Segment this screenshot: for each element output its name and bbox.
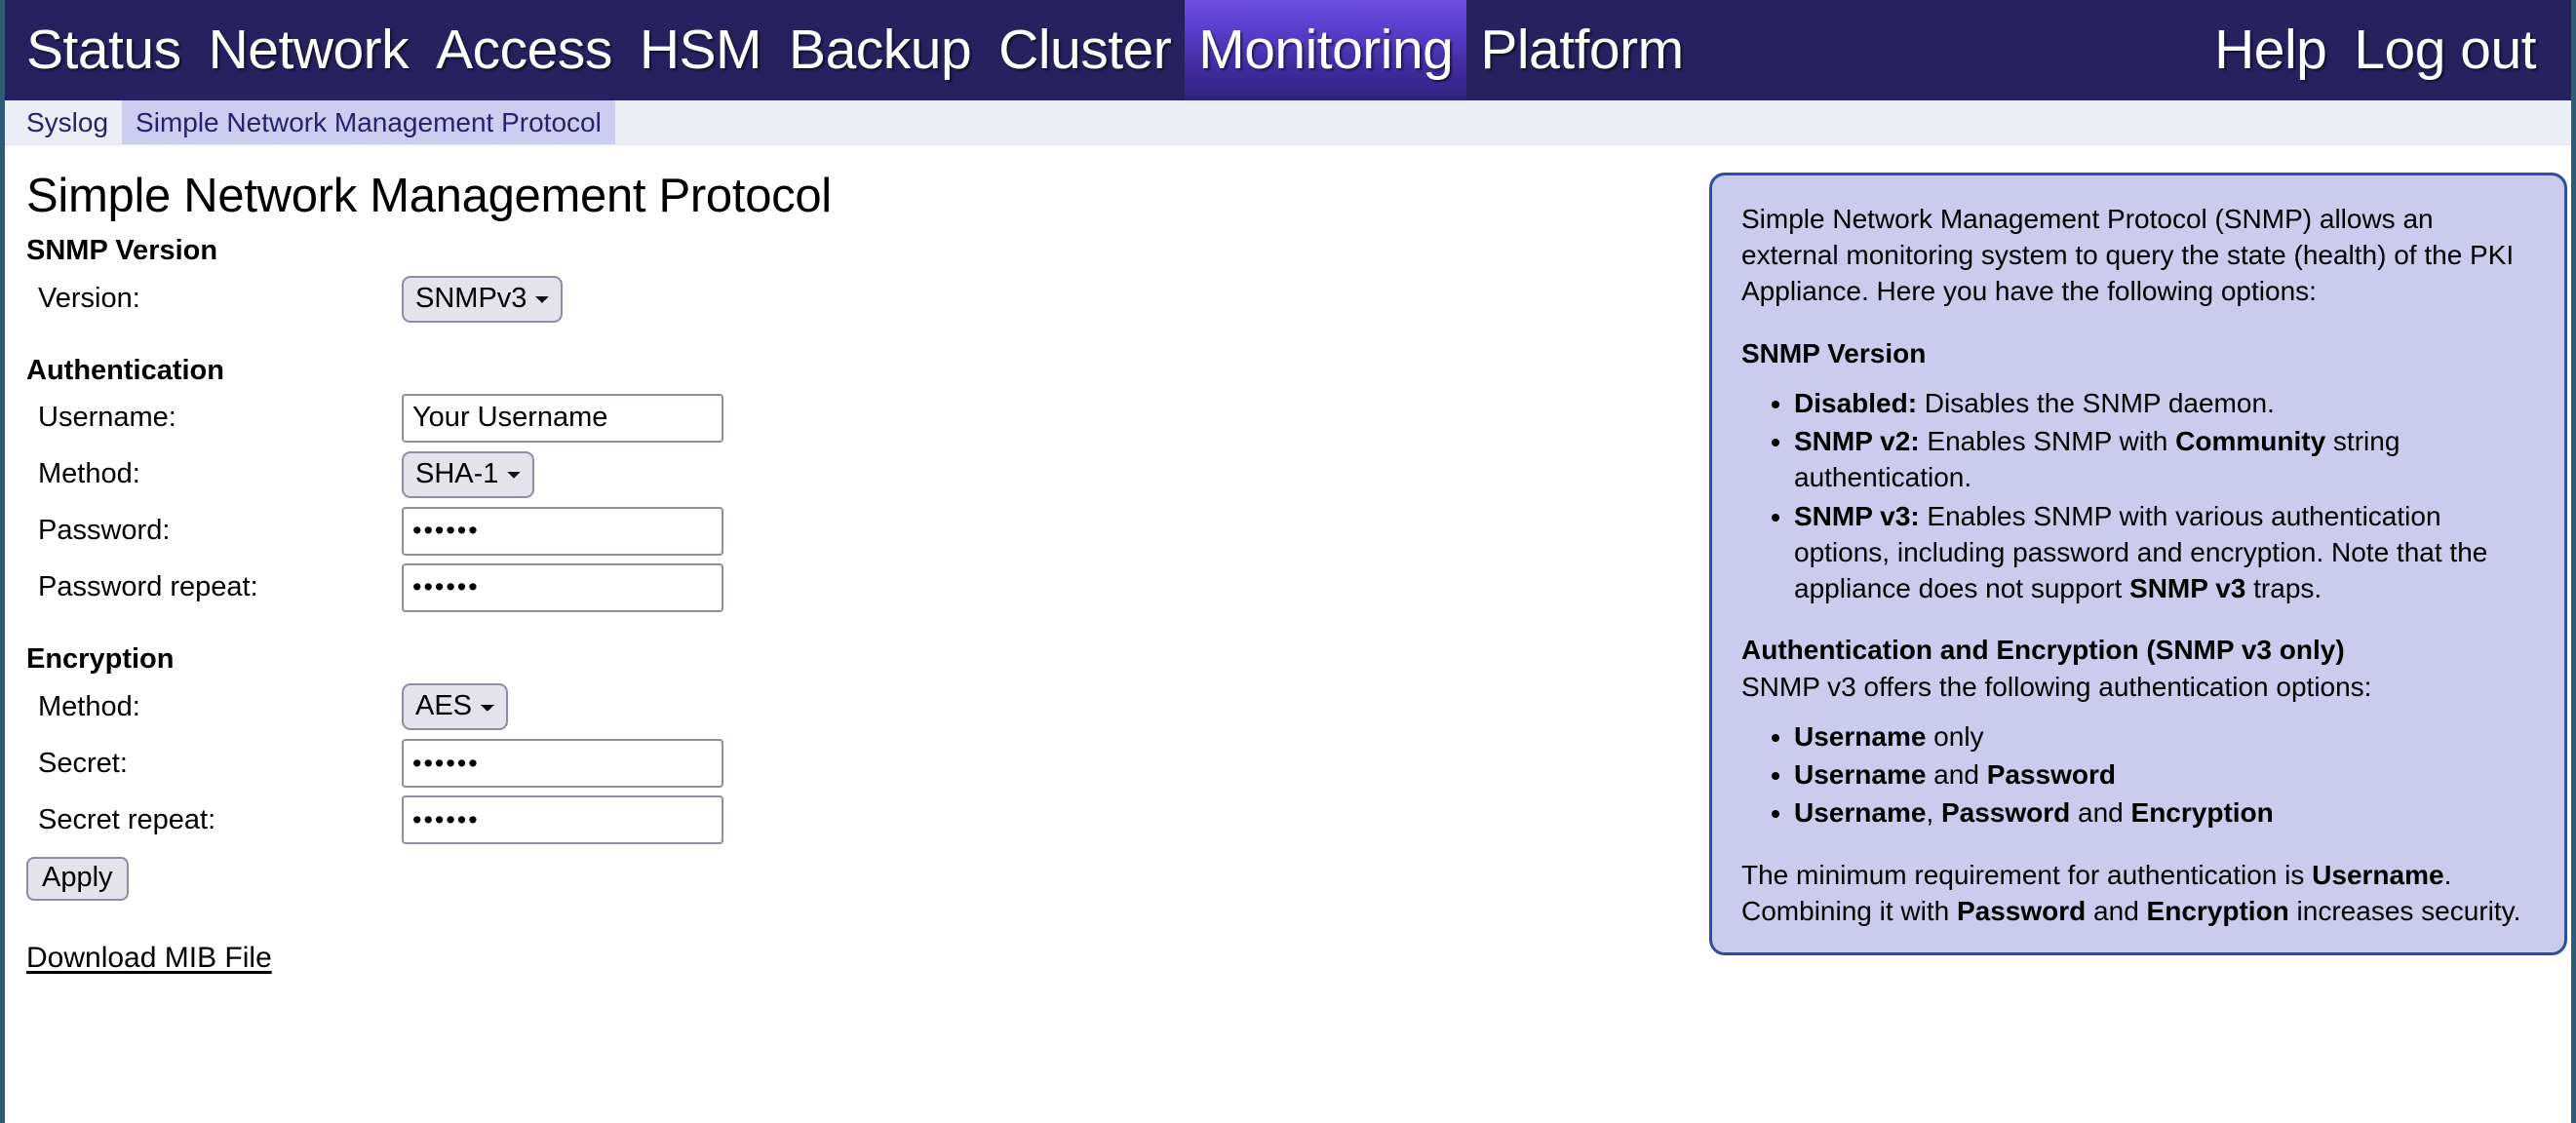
help-list-item-disabled: Disabled: Disables the SNMP daemon. xyxy=(1794,385,2535,421)
help-text-snmpv3-c: traps. xyxy=(2245,573,2322,604)
help-text-snmpv3-a: Enables SNMP with various authentication… xyxy=(1794,500,2488,604)
help-list-item-username-password-encryption: Username, Password and Encryption xyxy=(1794,794,2535,831)
nav-item-hsm[interactable]: HSM xyxy=(639,19,762,81)
help-bold-username-4: Username xyxy=(2312,859,2444,890)
nav-item-logout[interactable]: Log out xyxy=(2354,19,2536,81)
help-text-comma: , xyxy=(1926,797,1941,829)
field-row-username: Username: xyxy=(26,391,1625,445)
help-text-disabled: Disables the SNMP daemon. xyxy=(1917,387,2275,418)
nav-item-cluster[interactable]: Cluster xyxy=(998,19,1172,81)
help-text-and-2: and xyxy=(2070,797,2131,829)
help-intro-paragraph: Simple Network Management Protocol (SNMP… xyxy=(1741,204,2515,307)
nav-item-backup[interactable]: Backup xyxy=(789,19,972,81)
page-title: Simple Network Management Protocol xyxy=(26,170,832,222)
sub-navigation-bar: Syslog Simple Network Management Protoco… xyxy=(5,100,2571,145)
field-row-password: Password: xyxy=(26,504,1625,559)
label-auth-method: Method: xyxy=(38,458,140,490)
help-term-disabled: Disabled: xyxy=(1794,387,1918,418)
help-heading-auth-encryption: Authentication and Encryption (SNMP v3 o… xyxy=(1741,635,2345,666)
apply-row: Apply xyxy=(26,857,1625,902)
password-repeat-input[interactable] xyxy=(402,562,723,612)
help-list-item-snmpv3: SNMP v3: Enables SNMP with various authe… xyxy=(1794,498,2535,607)
help-version-list: Disabled: Disables the SNMP daemon. SNMP… xyxy=(1741,385,2535,606)
nav-item-network[interactable]: Network xyxy=(208,19,410,81)
label-username: Username: xyxy=(38,402,176,434)
help-bold-community: Community xyxy=(2175,426,2326,457)
help-bold-password-1: Password xyxy=(1986,759,2116,791)
download-mib-file-link[interactable]: Download MIB File xyxy=(26,942,272,975)
main-nav-items: Status Network Access HSM Backup Cluster… xyxy=(13,0,1698,100)
subnav-item-syslog[interactable]: Syslog xyxy=(26,106,109,137)
help-bold-snmpv3: SNMP v3 xyxy=(2129,573,2246,604)
help-auth-intro: SNMP v3 offers the following authenticat… xyxy=(1741,671,2372,702)
help-heading-snmp-version: SNMP Version xyxy=(1741,337,1927,368)
section-heading-encryption: Encryption xyxy=(26,642,175,675)
field-row-enc-method: Method: AES xyxy=(26,679,1625,734)
label-password-repeat: Password repeat: xyxy=(38,571,258,603)
username-input[interactable] xyxy=(402,393,723,443)
snmp-settings-form: Simple Network Management Protocol SNMP … xyxy=(26,170,1625,975)
help-bold-encryption-2: Encryption xyxy=(2146,895,2289,926)
label-enc-method: Method: xyxy=(38,690,140,722)
help-closing-e: and xyxy=(2086,895,2147,926)
nav-item-help[interactable]: Help xyxy=(2214,19,2327,81)
label-version: Version: xyxy=(38,283,140,315)
main-nav-right-items: Help Log out xyxy=(2201,0,2571,100)
help-auth-list: Username only Username and Password User… xyxy=(1741,718,2535,832)
help-closing-c: . Combining it with xyxy=(1741,859,2452,926)
field-row-secret-repeat: Secret repeat: xyxy=(26,793,1625,847)
help-bold-username-1: Username xyxy=(1794,720,1927,752)
apply-button[interactable]: Apply xyxy=(26,857,129,902)
field-row-password-repeat: Password repeat: xyxy=(26,561,1625,615)
subnav-item-snmp[interactable]: Simple Network Management Protocol xyxy=(122,100,615,144)
help-list-item-username-password: Username and Password xyxy=(1794,756,2535,793)
auth-method-select[interactable]: SHA-1 xyxy=(402,450,534,498)
section-heading-authentication: Authentication xyxy=(26,354,224,386)
content-area: Simple Network Management Protocol SNMP … xyxy=(5,145,2571,1123)
nav-item-access[interactable]: Access xyxy=(436,19,612,81)
mib-link-row: Download MIB File xyxy=(26,942,1625,975)
help-bold-username-3: Username xyxy=(1794,797,1927,829)
password-input[interactable] xyxy=(402,506,723,556)
main-navigation-bar: Status Network Access HSM Backup Cluster… xyxy=(5,0,2571,100)
label-password: Password: xyxy=(38,515,171,547)
help-list-item-snmpv2: SNMP v2: Enables SNMP with Community str… xyxy=(1794,423,2535,495)
help-term-snmpv2: SNMP v2: xyxy=(1794,426,1920,457)
help-text-username-only: only xyxy=(1926,720,1984,752)
help-closing-g: increases security. xyxy=(2288,895,2521,926)
version-select[interactable]: SNMPv3 xyxy=(402,275,563,323)
field-row-auth-method: Method: SHA-1 xyxy=(26,447,1625,502)
secret-input[interactable] xyxy=(402,739,723,789)
encryption-method-select[interactable]: AES xyxy=(402,683,508,731)
help-text-snmpv2-c: string authentication. xyxy=(1794,426,2400,493)
nav-item-monitoring[interactable]: Monitoring xyxy=(1185,0,1467,100)
nav-item-status[interactable]: Status xyxy=(26,19,181,81)
help-bold-password-2: Password xyxy=(1940,797,2071,829)
section-heading-snmp-version: SNMP Version xyxy=(26,235,218,267)
help-panel: Simple Network Management Protocol (SNMP… xyxy=(1709,173,2567,955)
label-secret-repeat: Secret repeat: xyxy=(38,803,216,835)
help-bold-password-3: Password xyxy=(1956,895,2087,926)
field-row-secret: Secret: xyxy=(26,736,1625,791)
nav-item-platform[interactable]: Platform xyxy=(1480,19,1684,81)
help-text-and-1: and xyxy=(1926,759,1987,791)
secret-repeat-input[interactable] xyxy=(402,795,723,845)
help-closing-a: The minimum requirement for authenticati… xyxy=(1741,859,2313,890)
field-row-version: Version: SNMPv3 xyxy=(26,272,1625,327)
help-closing-paragraph: The minimum requirement for authenticati… xyxy=(1741,857,2535,929)
label-secret: Secret: xyxy=(38,747,128,779)
help-text-snmpv2-a: Enables SNMP with xyxy=(1919,426,2176,457)
help-bold-username-2: Username xyxy=(1794,759,1927,791)
help-list-item-username-only: Username only xyxy=(1794,718,2535,755)
help-term-snmpv3: SNMP v3: xyxy=(1794,500,1920,531)
help-bold-encryption-1: Encryption xyxy=(2130,797,2274,829)
